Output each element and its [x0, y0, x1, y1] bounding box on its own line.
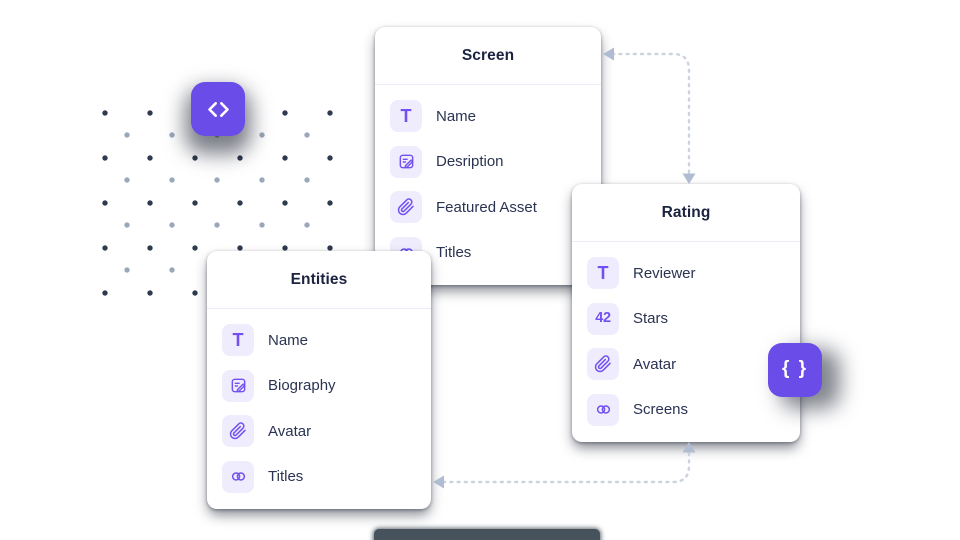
card-field-list: T Name Biography Avatar Titles: [207, 309, 431, 509]
field-label: Name: [436, 107, 477, 125]
braces-badge: { }: [768, 343, 822, 397]
text-icon: T: [587, 257, 619, 289]
field-row: Avatar: [587, 348, 784, 380]
field-row: Desription: [390, 145, 585, 178]
field-row: T Name: [390, 100, 585, 132]
field-row: Featured Asset: [390, 191, 585, 223]
connector-entities-to-rating: [434, 448, 691, 484]
field-label: Name: [268, 331, 309, 349]
arrow-up-into-rating: [682, 442, 696, 453]
card-screen: Screen T Name Desription Featured Asset: [375, 27, 601, 285]
braces-icon: { }: [781, 358, 809, 379]
field-label: Avatar: [633, 355, 677, 373]
field-label: Featured Asset: [436, 198, 537, 216]
connector-screen-to-rating: [603, 52, 691, 178]
field-row: Biography: [222, 369, 415, 402]
text-icon: T: [390, 100, 422, 132]
link-icon: [587, 393, 619, 426]
arrow-left-into-screen: [603, 47, 614, 61]
field-row: Titles: [222, 460, 415, 493]
card-title: Rating: [572, 184, 800, 242]
card-field-list: T Reviewer 42 Stars Avatar Screens: [572, 242, 800, 442]
paperclip-icon: [587, 348, 619, 380]
richtext-icon: [222, 369, 254, 402]
card-title: Entities: [207, 251, 431, 309]
card-entities: Entities T Name Biography Avatar: [207, 251, 431, 509]
paperclip-icon: [222, 415, 254, 447]
field-label: Desription: [436, 153, 504, 170]
code-icon: [207, 101, 229, 117]
number-icon: 42: [587, 302, 619, 335]
text-icon-glyph: T: [597, 263, 609, 283]
field-label: Biography: [268, 377, 336, 394]
text-icon-glyph: T: [400, 106, 412, 126]
code-badge: [191, 82, 245, 136]
paperclip-icon: [390, 191, 422, 223]
cropped-card-shadow: [374, 529, 600, 540]
field-label: Titles: [436, 244, 472, 261]
link-icon: [222, 460, 254, 493]
field-row: Screens: [587, 393, 784, 426]
field-label: Screens: [633, 401, 689, 418]
field-row: T Name: [222, 324, 415, 356]
field-label: Reviewer: [633, 264, 696, 282]
field-label: Avatar: [268, 422, 312, 440]
field-row: Avatar: [222, 415, 415, 447]
text-icon: T: [222, 324, 254, 356]
arrow-down-into-rating: [682, 173, 696, 184]
field-row: 42 Stars: [587, 302, 784, 335]
text-icon-glyph: T: [232, 330, 244, 350]
field-row: T Reviewer: [587, 257, 784, 289]
field-label: Stars: [633, 310, 669, 327]
richtext-icon: [390, 145, 422, 178]
card-field-list: T Name Desription Featured Asset Titles: [375, 85, 601, 285]
field-label: Titles: [268, 468, 304, 485]
card-rating: Rating T Reviewer 42 Stars Avatar Screen: [572, 184, 800, 442]
arrow-left-into-entities: [433, 475, 444, 489]
card-title: Screen: [375, 27, 601, 85]
number-icon-glyph: 42: [595, 310, 611, 327]
